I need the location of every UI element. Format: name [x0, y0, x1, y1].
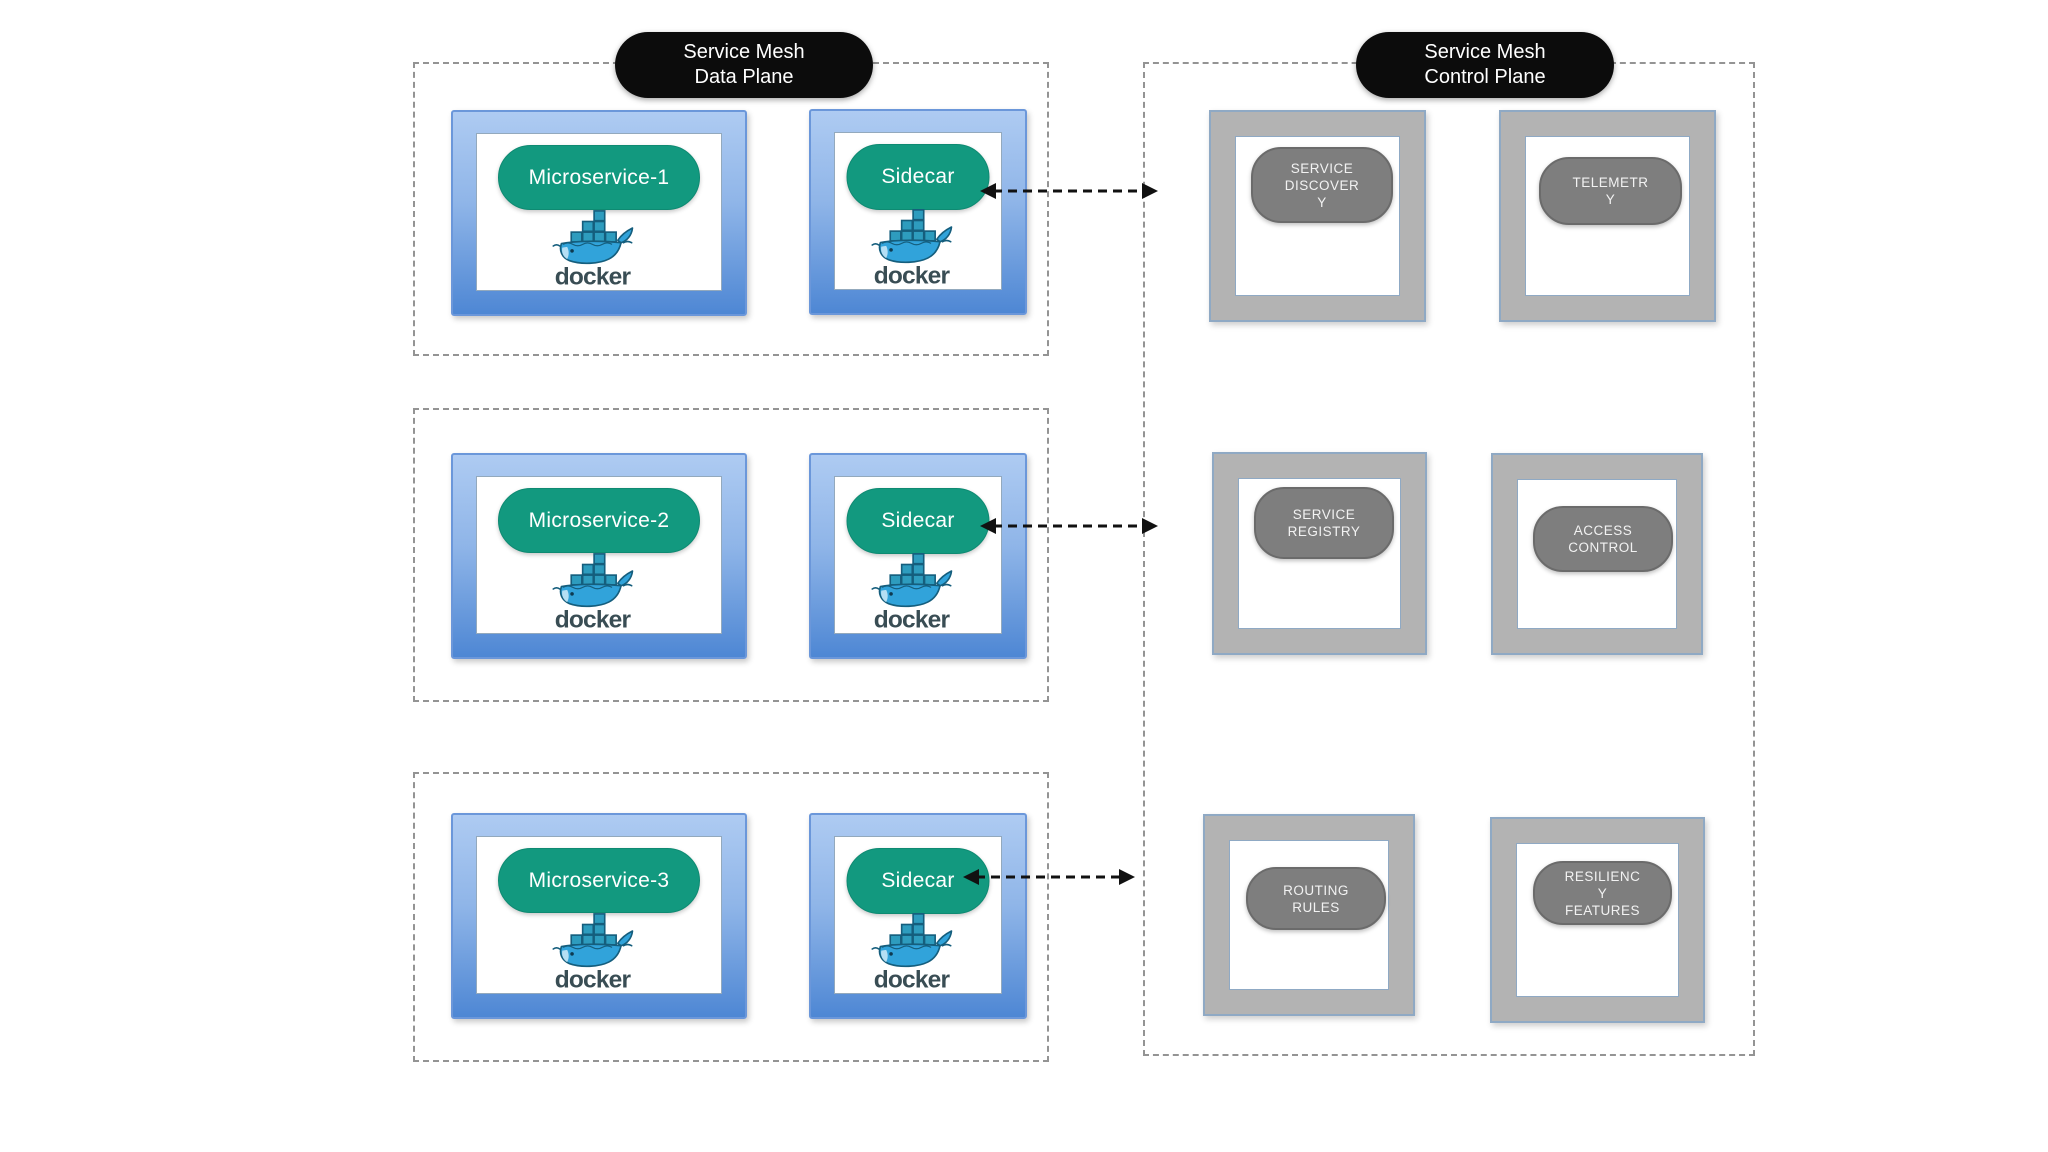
docker-logo	[869, 908, 967, 990]
sidecar-1-pill: Sidecar	[846, 144, 990, 210]
sidecar-2-box: Sidecar	[809, 453, 1027, 659]
service-registry-box: SERVICE REGISTRY	[1212, 452, 1427, 655]
sidecar1-controlplane-arrow	[980, 183, 1158, 199]
sidecar-2-label: Sidecar	[881, 509, 955, 532]
access-control-box: ACCESS CONTROL	[1491, 453, 1703, 655]
sidecar-3-pill: Sidecar	[846, 848, 990, 914]
sidecar-1-label: Sidecar	[881, 165, 955, 188]
microservice-3-label: Microservice-3	[528, 868, 670, 892]
access-control-panel: ACCESS CONTROL	[1517, 479, 1677, 629]
sidecar2-controlplane-arrow	[980, 518, 1158, 534]
microservice-2-label: Microservice-2	[528, 508, 670, 532]
telemetry-label: TELEMETR Y	[1572, 175, 1649, 207]
control-plane-label: Service Mesh Control Plane	[1356, 32, 1614, 98]
docker-logo	[869, 204, 967, 286]
sidecar-1-panel: Sidecar	[834, 132, 1002, 290]
service-discovery-panel: SERVICE DISCOVER Y	[1235, 136, 1400, 296]
routing-rules-panel: ROUTING RULES	[1229, 840, 1389, 990]
data-plane-group-3	[413, 772, 1049, 1062]
service-registry-label: SERVICE REGISTRY	[1287, 507, 1361, 539]
microservice-2-pill: Microservice-2	[498, 488, 700, 553]
microservice-3-box: Microservice-3	[451, 813, 747, 1019]
telemetry-panel: TELEMETR Y	[1525, 136, 1690, 296]
data-plane-label-text: Service Mesh Data Plane	[683, 41, 805, 88]
microservice-3-panel: Microservice-3	[476, 836, 722, 994]
data-plane-group-2	[413, 408, 1049, 702]
resiliency-features-pill: RESILIENC Y FEATURES	[1533, 861, 1672, 925]
microservice-2-panel: Microservice-2	[476, 476, 722, 634]
sidecar-3-label: Sidecar	[881, 869, 955, 892]
sidecar-3-panel: Sidecar	[834, 836, 1002, 994]
microservice-2-box: Microservice-2	[451, 453, 747, 659]
resiliency-features-box: RESILIENC Y FEATURES	[1490, 817, 1705, 1023]
sidecar-1-box: Sidecar	[809, 109, 1027, 315]
sidecar-3-box: Sidecar	[809, 813, 1027, 1019]
service-discovery-label: SERVICE DISCOVER Y	[1284, 160, 1360, 210]
resiliency-features-label: RESILIENC Y FEATURES	[1564, 868, 1641, 918]
microservice-1-box: Microservice-1	[451, 110, 747, 316]
service-registry-panel: SERVICE REGISTRY	[1238, 478, 1401, 629]
routing-rules-box: ROUTING RULES	[1203, 814, 1415, 1016]
sidecar-2-pill: Sidecar	[846, 488, 990, 554]
docker-logo	[869, 548, 967, 630]
service-registry-pill: SERVICE REGISTRY	[1254, 487, 1394, 559]
control-plane-label-text: Service Mesh Control Plane	[1424, 41, 1546, 88]
access-control-label: ACCESS CONTROL	[1568, 523, 1638, 555]
data-plane-label: Service Mesh Data Plane	[615, 32, 873, 98]
service-discovery-pill: SERVICE DISCOVER Y	[1251, 147, 1393, 223]
access-control-pill: ACCESS CONTROL	[1533, 506, 1673, 572]
microservice-1-panel: Microservice-1	[476, 133, 722, 291]
sidecar-2-panel: Sidecar	[834, 476, 1002, 634]
microservice-1-pill: Microservice-1	[498, 145, 700, 210]
microservice-3-pill: Microservice-3	[498, 848, 700, 913]
telemetry-pill: TELEMETR Y	[1539, 157, 1682, 225]
docker-logo	[550, 205, 648, 287]
sidecar3-controlplane-arrow	[963, 869, 1135, 885]
resiliency-features-panel: RESILIENC Y FEATURES	[1516, 843, 1679, 997]
routing-rules-pill: ROUTING RULES	[1246, 867, 1386, 930]
routing-rules-label: ROUTING RULES	[1283, 882, 1349, 915]
docker-logo	[550, 548, 648, 630]
service-discovery-box: SERVICE DISCOVER Y	[1209, 110, 1426, 322]
docker-logo	[550, 908, 648, 990]
microservice-1-label: Microservice-1	[528, 165, 670, 189]
telemetry-box: TELEMETR Y	[1499, 110, 1716, 322]
